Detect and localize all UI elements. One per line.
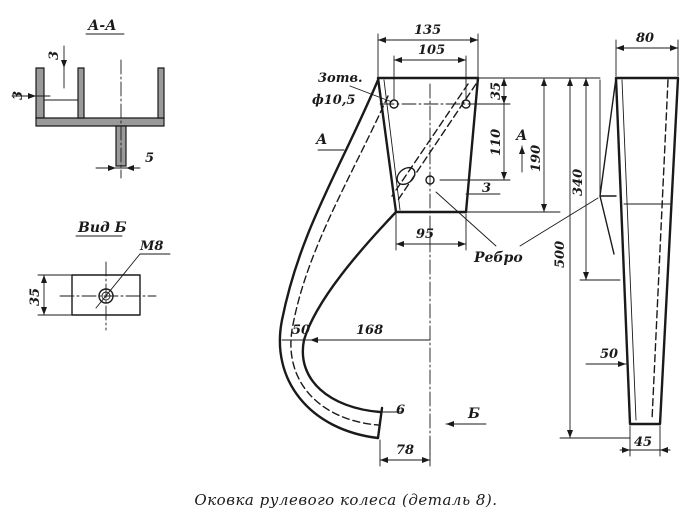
dim-bottom-width: 95 — [416, 227, 434, 242]
thread-label: М8 — [139, 239, 163, 254]
dim-arrow — [446, 421, 454, 427]
dim-arrow — [470, 37, 478, 43]
section-rib — [115, 125, 127, 167]
dim-arrow — [396, 241, 404, 247]
dim-arrow — [660, 447, 668, 453]
dim-arrow — [378, 37, 386, 43]
dim-arrow — [28, 93, 36, 99]
dim-hole-offset: 3 — [482, 181, 491, 196]
dim-arrow — [458, 241, 466, 247]
dim-hole-spacing: 110 — [489, 129, 504, 156]
dim-arrow — [501, 78, 507, 86]
dim-hole-top: 35 — [489, 82, 504, 100]
dim-tip-thickness: 6 — [396, 403, 405, 418]
dim-arrow — [108, 165, 116, 171]
section-mark-left: А — [315, 132, 327, 148]
section-channel-inner-wall — [77, 67, 85, 119]
view-b: Вид Б М8 35 — [28, 220, 171, 331]
holes-label-1: 3отв. — [318, 71, 363, 86]
dim-top-outer: 135 — [414, 23, 441, 38]
curved-arm-hidden — [290, 95, 389, 426]
dim-wall-top: 3 — [47, 51, 62, 60]
side-view: 80 340 50 45 — [571, 31, 680, 457]
figure-caption: Оковка рулевого колеса (деталь 8). — [194, 491, 497, 509]
dim-total-height: 500 — [553, 241, 568, 268]
dim-side-top: 80 — [636, 31, 654, 46]
rib-leader-left — [435, 191, 497, 247]
dim-arrow — [126, 165, 134, 171]
dim-arrow — [541, 78, 547, 86]
dim-top-inner: 105 — [418, 43, 445, 58]
dim-arrow — [519, 146, 525, 154]
dim-side-bottom: 45 — [634, 435, 652, 450]
dim-radius: 168 — [356, 323, 383, 338]
dim-arrow — [41, 307, 47, 315]
holes-label-2: ф10,5 — [312, 93, 355, 108]
rib-leader-right — [519, 197, 599, 247]
rib-hidden-line-1 — [397, 83, 477, 201]
dim-wall-side: 3 — [11, 91, 26, 100]
dim-arrow — [567, 430, 573, 438]
dim-arrow — [458, 57, 466, 63]
dim-arrow — [616, 45, 624, 51]
section-channel-left-wall — [35, 67, 45, 119]
dim-arrow — [501, 96, 507, 104]
dim-plate-height: 190 — [529, 145, 544, 172]
main-view: А 135 105 3отв. ф10,5 35 110 А — [278, 23, 631, 467]
dim-arrow — [380, 457, 388, 463]
dim-arrow — [41, 275, 47, 283]
dim-arrow — [422, 457, 430, 463]
dim-arrow — [394, 57, 402, 63]
dim-arrow — [622, 447, 630, 453]
curved-arm-outer — [278, 78, 380, 440]
mounting-plate — [376, 76, 480, 214]
dim-arrow — [310, 337, 318, 343]
dim-arrow — [501, 172, 507, 180]
dim-side-mid: 340 — [571, 169, 586, 196]
arm-tip — [376, 406, 384, 440]
dim-arrow — [541, 204, 547, 212]
section-a-a: А-А 3 3 5 — [11, 18, 165, 179]
section-mark-right: А — [515, 128, 527, 144]
dim-arrow — [670, 45, 678, 51]
dim-arrow — [618, 361, 626, 367]
section-channel-right-wall — [157, 67, 165, 119]
dim-rib: 5 — [145, 151, 154, 166]
dim-arrow — [583, 272, 589, 280]
section-channel-bottom — [35, 117, 165, 127]
dim-height: 35 — [28, 288, 43, 306]
curved-arm-inner — [301, 210, 398, 414]
leader-m8 — [95, 253, 141, 309]
dim-arrow — [583, 78, 589, 86]
side-profile — [614, 76, 680, 426]
dim-arrow — [61, 60, 67, 68]
section-a-a-title: А-А — [87, 18, 117, 34]
view-mark: Б — [467, 406, 480, 422]
dim-tip-offset: 78 — [396, 443, 414, 458]
rib-label: Ребро — [473, 250, 523, 266]
view-b-title: Вид Б — [77, 220, 127, 236]
side-hidden-right — [651, 79, 669, 421]
dim-arc-wall: 50 — [292, 323, 310, 338]
dim-arrow — [567, 78, 573, 86]
holes-leader — [349, 85, 393, 103]
side-rib — [599, 77, 617, 255]
dim-side-mid-width: 50 — [600, 347, 618, 362]
side-hidden-left — [621, 79, 637, 421]
